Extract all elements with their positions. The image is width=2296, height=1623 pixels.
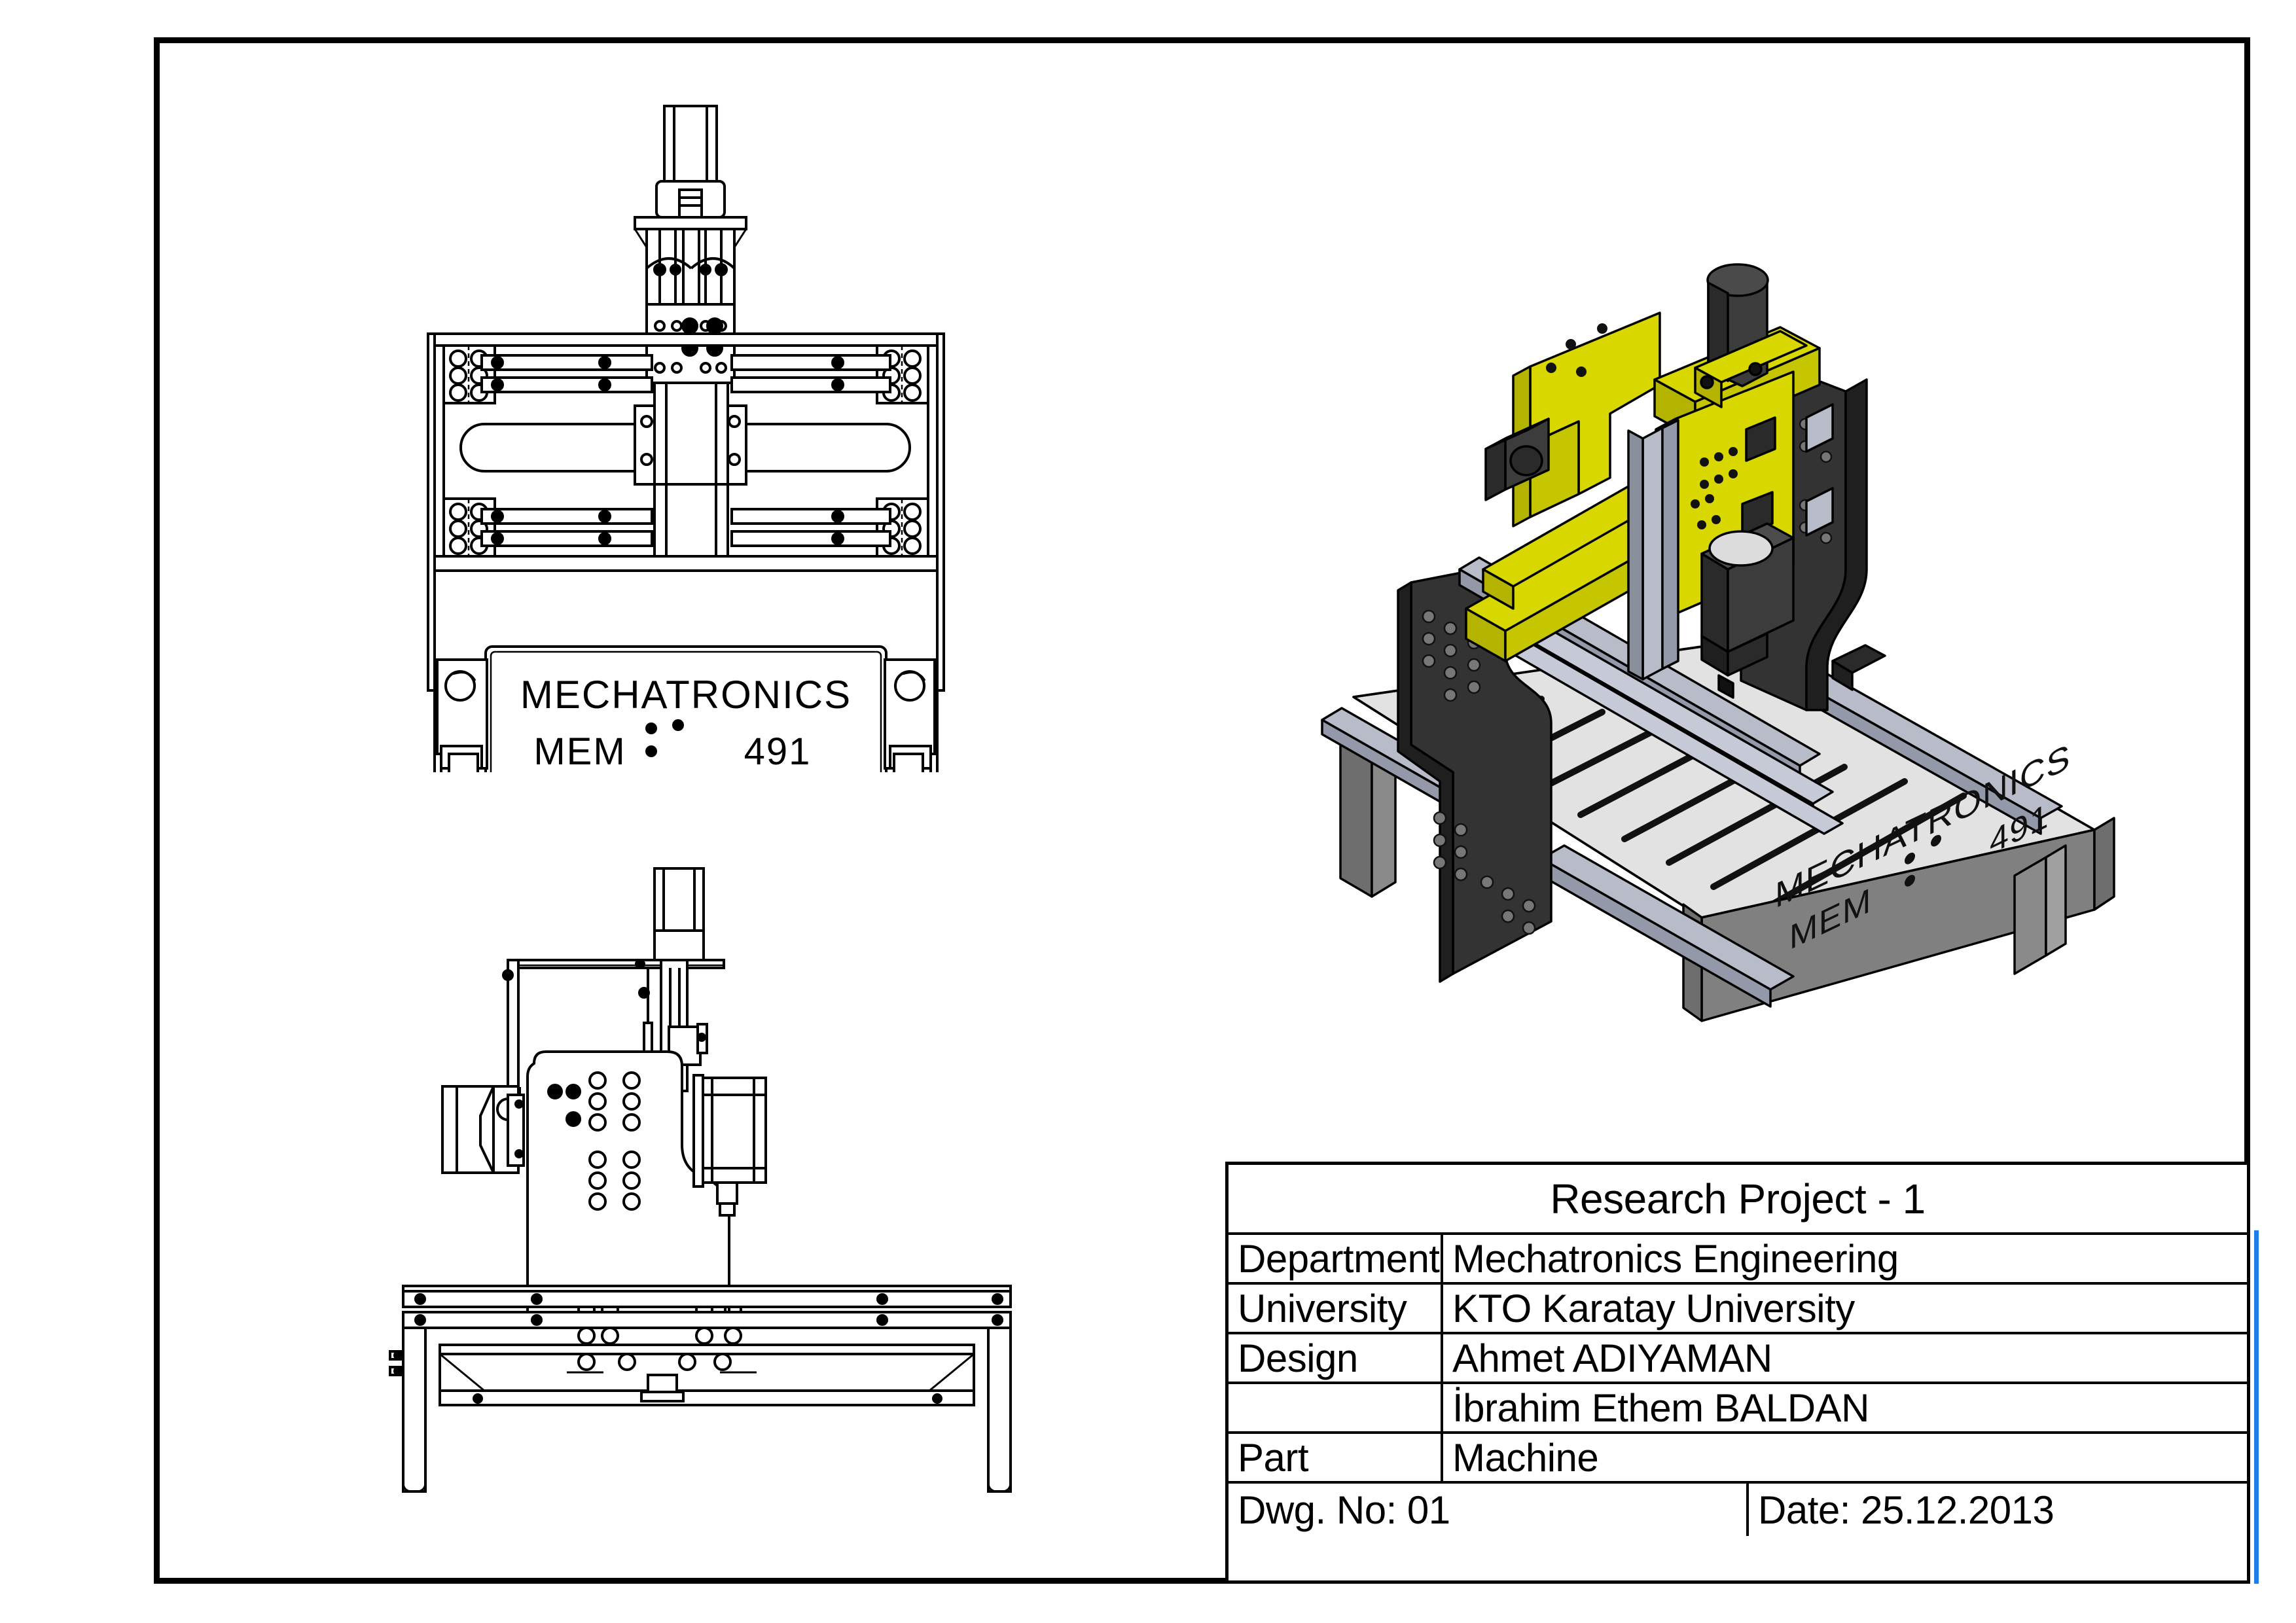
front-view-engraving-491: 491 <box>744 730 812 772</box>
sheet-border-frame <box>154 37 2250 1584</box>
front-view-engraving-mem: MEM <box>533 730 626 772</box>
value-part: Machine <box>1452 1435 1599 1480</box>
drawing-number: Dwg. No: 01 <box>1229 1484 1749 1536</box>
title-block-row-university: University KTO Karatay University <box>1229 1285 2247 1334</box>
title-block-row-design: Design Ahmet ADIYAMAN <box>1229 1334 2247 1384</box>
front-view-engraving-dots <box>645 719 684 757</box>
value-university: KTO Karatay University <box>1452 1286 1855 1330</box>
drawing-date: Date: 25.12.2013 <box>1758 1488 2054 1532</box>
title-block: Research Project - 1 Department Mechatro… <box>1225 1162 2250 1584</box>
side-elevation-view <box>380 841 1034 1535</box>
title-block-row-part: Part Machine <box>1229 1434 2247 1484</box>
value-department: Mechatronics Engineering <box>1452 1236 1899 1281</box>
title-block-row-designer-2: İbrahim Ethem BALDAN <box>1229 1384 2247 1434</box>
project-title: Research Project - 1 <box>1550 1175 1926 1222</box>
title-block-row-department: Department Mechatronics Engineering <box>1229 1235 2247 1285</box>
label-department: Department <box>1229 1235 1443 1282</box>
label-blank <box>1229 1384 1443 1431</box>
selection-highlight-line <box>2254 1230 2259 1584</box>
value-designer-1: Ahmet ADIYAMAN <box>1452 1336 1772 1380</box>
front-view-engraving-line1: MECHATRONICS <box>520 673 852 717</box>
isometric-3d-view: MECHATRONICS MEM 491 <box>1244 111 2265 1041</box>
title-block-heading-row: Research Project - 1 <box>1229 1165 2247 1235</box>
label-part: Part <box>1229 1434 1443 1481</box>
label-university: University <box>1229 1285 1443 1332</box>
title-block-row-footer: Dwg. No: 01 Date: 25.12.2013 <box>1229 1484 2247 1536</box>
value-designer-2: İbrahim Ethem BALDAN <box>1452 1385 1869 1430</box>
label-design: Design <box>1229 1334 1443 1382</box>
front-elevation-view: MECHATRONICS MEM 491 <box>419 98 962 772</box>
